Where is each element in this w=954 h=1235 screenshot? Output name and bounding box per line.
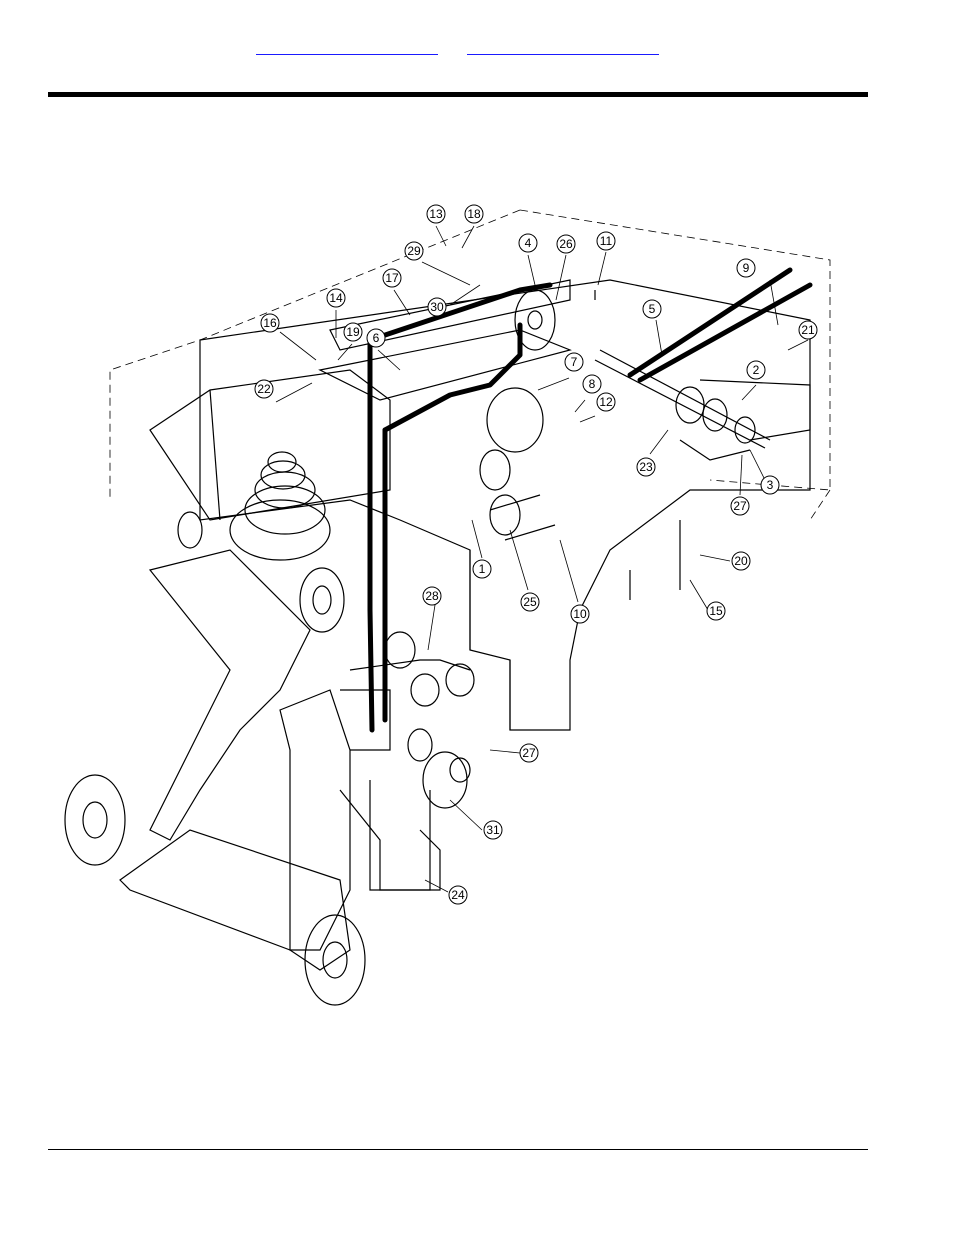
callout-label: 27 [733, 499, 747, 513]
callout-26: 26 [556, 234, 576, 254]
header-rule [48, 92, 868, 97]
callout-label: 15 [709, 604, 723, 618]
callout-label: 19 [346, 325, 360, 339]
callout-11: 11 [596, 231, 616, 251]
callout-label: 14 [329, 291, 343, 305]
callout-25: 25 [520, 592, 540, 612]
callout-label: 18 [467, 207, 481, 221]
arm-assembly [64, 549, 475, 1006]
callout-23: 23 [636, 457, 656, 477]
callout-label: 21 [801, 323, 815, 337]
callout-label: 25 [523, 595, 537, 609]
callout-label: 24 [451, 888, 465, 902]
housing [149, 279, 572, 521]
footer-rule [48, 1149, 868, 1150]
top-links [0, 38, 954, 58]
callout-label: 30 [430, 300, 444, 314]
callout-label: 10 [573, 607, 587, 621]
callout-14: 14 [326, 288, 346, 308]
callout-21: 21 [798, 320, 818, 340]
callout-15: 15 [706, 601, 726, 621]
callout-9: 9 [736, 258, 756, 278]
callout-27b: 27 [519, 743, 539, 763]
callout-label: 31 [486, 823, 500, 837]
callout-24: 24 [448, 885, 468, 905]
callout-label: 20 [734, 554, 748, 568]
callout-label: 12 [599, 395, 613, 409]
callout-22: 22 [254, 379, 274, 399]
callout-6: 6 [366, 328, 386, 348]
callout-13: 13 [426, 204, 446, 224]
callout-label: 29 [407, 244, 421, 258]
drive-chains [367, 267, 813, 733]
callout-label: 16 [263, 316, 277, 330]
callout-10: 10 [570, 604, 590, 624]
callout-label: 4 [525, 236, 532, 250]
leader-lines [275, 225, 809, 893]
callout-label: 7 [571, 355, 578, 369]
callout-3: 3 [760, 475, 780, 495]
callout-30: 30 [427, 297, 447, 317]
callout-20: 20 [731, 551, 751, 571]
phantom-frame [109, 209, 831, 521]
callout-label: 3 [767, 478, 774, 492]
callout-29: 29 [404, 241, 424, 261]
callout-17: 17 [382, 268, 402, 288]
callout-label: 8 [589, 377, 596, 391]
hardware [489, 290, 811, 600]
right-shaft [594, 349, 811, 461]
callout-label: 1 [479, 562, 486, 576]
nav-link-2[interactable] [467, 38, 659, 55]
callout-5: 5 [642, 299, 662, 319]
callout-label: 11 [600, 234, 613, 248]
callout-28: 28 [422, 586, 442, 606]
callout-2: 2 [746, 360, 766, 380]
sprocket-stack [177, 289, 556, 633]
callout-label: 23 [639, 460, 653, 474]
callout-label: 17 [385, 271, 399, 285]
callout-label: 27 [522, 746, 536, 760]
callout-7: 7 [564, 352, 584, 372]
callout-label: 22 [257, 382, 271, 396]
nav-link-1[interactable] [256, 38, 438, 55]
callout-label: 26 [559, 237, 573, 251]
callout-label: 9 [743, 261, 750, 275]
callout-18: 18 [464, 204, 484, 224]
callout-4: 4 [518, 233, 538, 253]
callout-8: 8 [582, 374, 602, 394]
callout-label: 28 [425, 589, 439, 603]
callout-16: 16 [260, 313, 280, 333]
callout-label: 6 [373, 331, 380, 345]
callout-label: 5 [649, 302, 656, 316]
callout-12: 12 [596, 392, 616, 412]
callout-1: 1 [472, 559, 492, 579]
callout-label: 2 [753, 363, 760, 377]
callout-27: 27 [730, 496, 750, 516]
callout-19: 19 [343, 322, 363, 342]
parts-diagram: 13 18 29 4 26 11 17 30 14 16 19 6 22 7 8… [50, 190, 840, 1030]
callout-label: 13 [429, 207, 443, 221]
callout-31: 31 [483, 820, 503, 840]
